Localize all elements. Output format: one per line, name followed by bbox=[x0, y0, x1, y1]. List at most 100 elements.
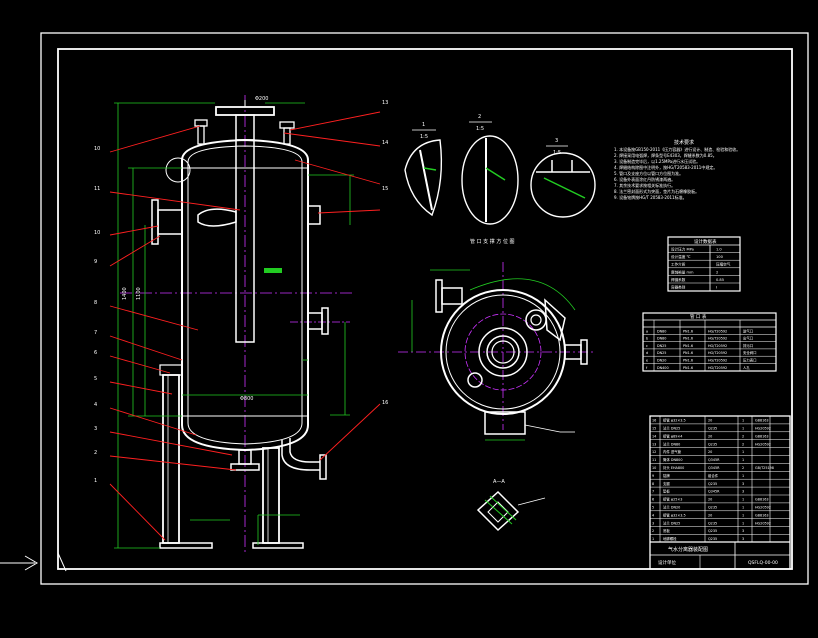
bom-cell: 3 bbox=[742, 490, 744, 494]
bom-cell: HG20592 bbox=[755, 442, 771, 446]
design-row-label: 焊缝系数 bbox=[671, 277, 686, 282]
technical-notes: 技术要求 1. 本设备按GB150-2011《压力容器》进行设计、制造、检验和验… bbox=[614, 139, 740, 200]
bom-cell: 20 bbox=[708, 498, 712, 502]
bom-cell: 20 bbox=[708, 434, 712, 438]
bom-cell: 筒体 DN800 bbox=[663, 457, 682, 462]
bom-cell: Q345R bbox=[708, 490, 720, 494]
design-row-value: 100 bbox=[716, 255, 724, 259]
nozzle-table-cell: HG/T20592 bbox=[708, 329, 727, 333]
leader-lines bbox=[109, 111, 381, 541]
vessel-shell-inner bbox=[187, 145, 303, 445]
nozzle-table-cell: 进气口 bbox=[743, 328, 753, 333]
bom-cell: GB/T25198 bbox=[755, 466, 774, 470]
bom-cell: 1 bbox=[742, 506, 744, 510]
nozzle-table-cell: 排污口 bbox=[743, 343, 753, 348]
bom-cell: 1 bbox=[742, 427, 744, 431]
note-line: 2. 焊接采用电弧焊，焊条型号E4303，焊缝系数为0.85。 bbox=[614, 152, 717, 158]
bom-cell: 接管 φ32×3.5 bbox=[663, 512, 686, 517]
design-row-label: 工作介质 bbox=[671, 262, 686, 267]
nozzle-table-cell: DN25 bbox=[657, 351, 666, 355]
note-line: 7. 其余技术要求按相关标准执行。 bbox=[614, 182, 675, 188]
bom-cell: GB8163 bbox=[755, 513, 769, 517]
bom-cell: Q235 bbox=[708, 506, 717, 510]
bom-cell: 地脚螺栓 bbox=[663, 536, 677, 541]
bom-cell: 内件 进气管 bbox=[663, 449, 682, 454]
nameplate bbox=[264, 268, 282, 273]
nozzle-table-title: 管 口 表 bbox=[690, 313, 707, 320]
bom-cell: 10 bbox=[652, 466, 656, 470]
balloon-labels-right: 13 14 15 16 bbox=[382, 100, 388, 406]
balloon-label: 10 bbox=[94, 230, 100, 236]
bom-cell: 20 bbox=[708, 513, 712, 517]
balloon-labels-left: 10 11 10 9 8 7 6 5 4 3 2 1 bbox=[94, 146, 100, 484]
base-plate-right bbox=[252, 542, 304, 549]
bom-cell: 1 bbox=[742, 474, 744, 478]
balloon-label: 6 bbox=[94, 350, 97, 356]
svg-text:1:5: 1:5 bbox=[476, 126, 484, 132]
bom-cell: 8 bbox=[652, 482, 654, 486]
bom-cell: 11 bbox=[652, 458, 656, 462]
nozzle-table-cell: f bbox=[646, 366, 648, 370]
balloon-label: 10 bbox=[94, 146, 100, 152]
bom-cell: Q235 bbox=[708, 442, 717, 446]
svg-text:1: 1 bbox=[422, 122, 425, 128]
svg-text:1:5: 1:5 bbox=[420, 134, 428, 140]
balloon-label: 15 bbox=[382, 186, 388, 192]
bom-cell: 法兰 DN25 bbox=[663, 426, 680, 431]
nozzle-table-cell: DN25 bbox=[657, 344, 666, 348]
detail-views: 1 1:5 2 1:5 3 1:5 bbox=[404, 114, 596, 225]
nozzle-table-cell: PN1.6 bbox=[683, 351, 693, 355]
nozzle-table-cell: HG/T20592 bbox=[708, 344, 727, 348]
bom-cell: 1 bbox=[742, 458, 744, 462]
nozzle-table-cell: DN80 bbox=[657, 337, 666, 341]
nozzle-table-cell: b bbox=[646, 337, 648, 341]
vessel-shell bbox=[181, 138, 309, 452]
note-line: 4. 焊缝结构除图中注明外，按HG/T20583-2011中规定。 bbox=[614, 164, 717, 170]
bom-cell: GB8163 bbox=[755, 434, 769, 438]
balloon-label: 3 bbox=[94, 426, 97, 432]
bom-cell: 组合件 bbox=[708, 473, 719, 478]
nozzle-table-cell: PN1.6 bbox=[683, 366, 693, 370]
note-line: 3. 设备制造完毕后，以1.25MPa进行水压试验。 bbox=[614, 158, 700, 164]
base-plate-left bbox=[159, 542, 213, 549]
bom-cell: 1 bbox=[742, 521, 744, 525]
bom-cell: 法兰 DN80 bbox=[663, 441, 680, 446]
bom-cell: Q345R bbox=[708, 458, 720, 462]
bom-cell: 16 bbox=[652, 419, 656, 423]
bom-cell: GB8163 bbox=[755, 419, 769, 423]
bom-cell: 2 bbox=[742, 442, 744, 446]
bom-cell: 3 bbox=[652, 521, 654, 525]
bom-cell: 铭牌 bbox=[663, 473, 670, 478]
design-row-value: 压缩空气 bbox=[716, 262, 731, 267]
vessel-elevation bbox=[120, 95, 355, 555]
bom-cell: Q235 bbox=[708, 427, 717, 431]
bom-cell: 3 bbox=[742, 529, 744, 533]
nozzle-table-cell: HG/T20592 bbox=[708, 351, 727, 355]
bom-cell: 接管 φ32×3.5 bbox=[663, 418, 686, 423]
balloon-label: 14 bbox=[382, 140, 388, 146]
design-row-value: 1.0 bbox=[716, 248, 722, 252]
balloon-label: 7 bbox=[94, 330, 97, 336]
bom-cell: 法兰 DN25 bbox=[663, 520, 680, 525]
bom-cell: HG20592 bbox=[755, 521, 771, 525]
balloon-label: 9 bbox=[94, 259, 97, 265]
bom-cell: 支腿 bbox=[663, 481, 670, 486]
nozzle-table-cell: HG/T20592 bbox=[708, 337, 727, 341]
nozzle-table-cell: DN20 bbox=[657, 359, 666, 363]
top-view-title: 管 口 支 撑 方 位 图 bbox=[470, 238, 515, 245]
inner-frame bbox=[57, 48, 793, 570]
nozzle-table: 管 口 表 bbox=[642, 312, 777, 372]
dimension-lines bbox=[114, 102, 354, 549]
design-row-label: 腐蚀裕量 mm bbox=[671, 269, 694, 274]
nozzle-table-cell: DN80 bbox=[657, 329, 666, 333]
balloon-label: 1 bbox=[94, 478, 97, 484]
balloon-label: 13 bbox=[382, 100, 388, 106]
balloon-label: 5 bbox=[94, 376, 97, 382]
nozzle-table-cell: c bbox=[646, 344, 648, 348]
balloon-label: 2 bbox=[94, 450, 97, 456]
leg-left bbox=[162, 374, 180, 544]
bom-cell: 3 bbox=[742, 482, 744, 486]
title-block-name: 气水分离器装配图 bbox=[668, 546, 708, 553]
design-row-label: 容器类别 bbox=[671, 285, 686, 290]
